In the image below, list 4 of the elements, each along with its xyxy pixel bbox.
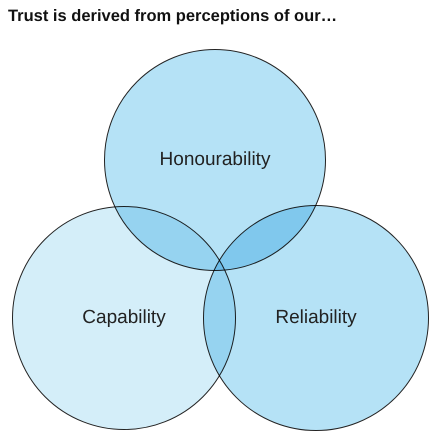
- circle-label: Honourability: [160, 149, 270, 171]
- circle-label: Reliability: [275, 307, 357, 329]
- circle-label: Capability: [82, 307, 166, 329]
- title: Trust is derived from perceptions of our…: [8, 7, 338, 26]
